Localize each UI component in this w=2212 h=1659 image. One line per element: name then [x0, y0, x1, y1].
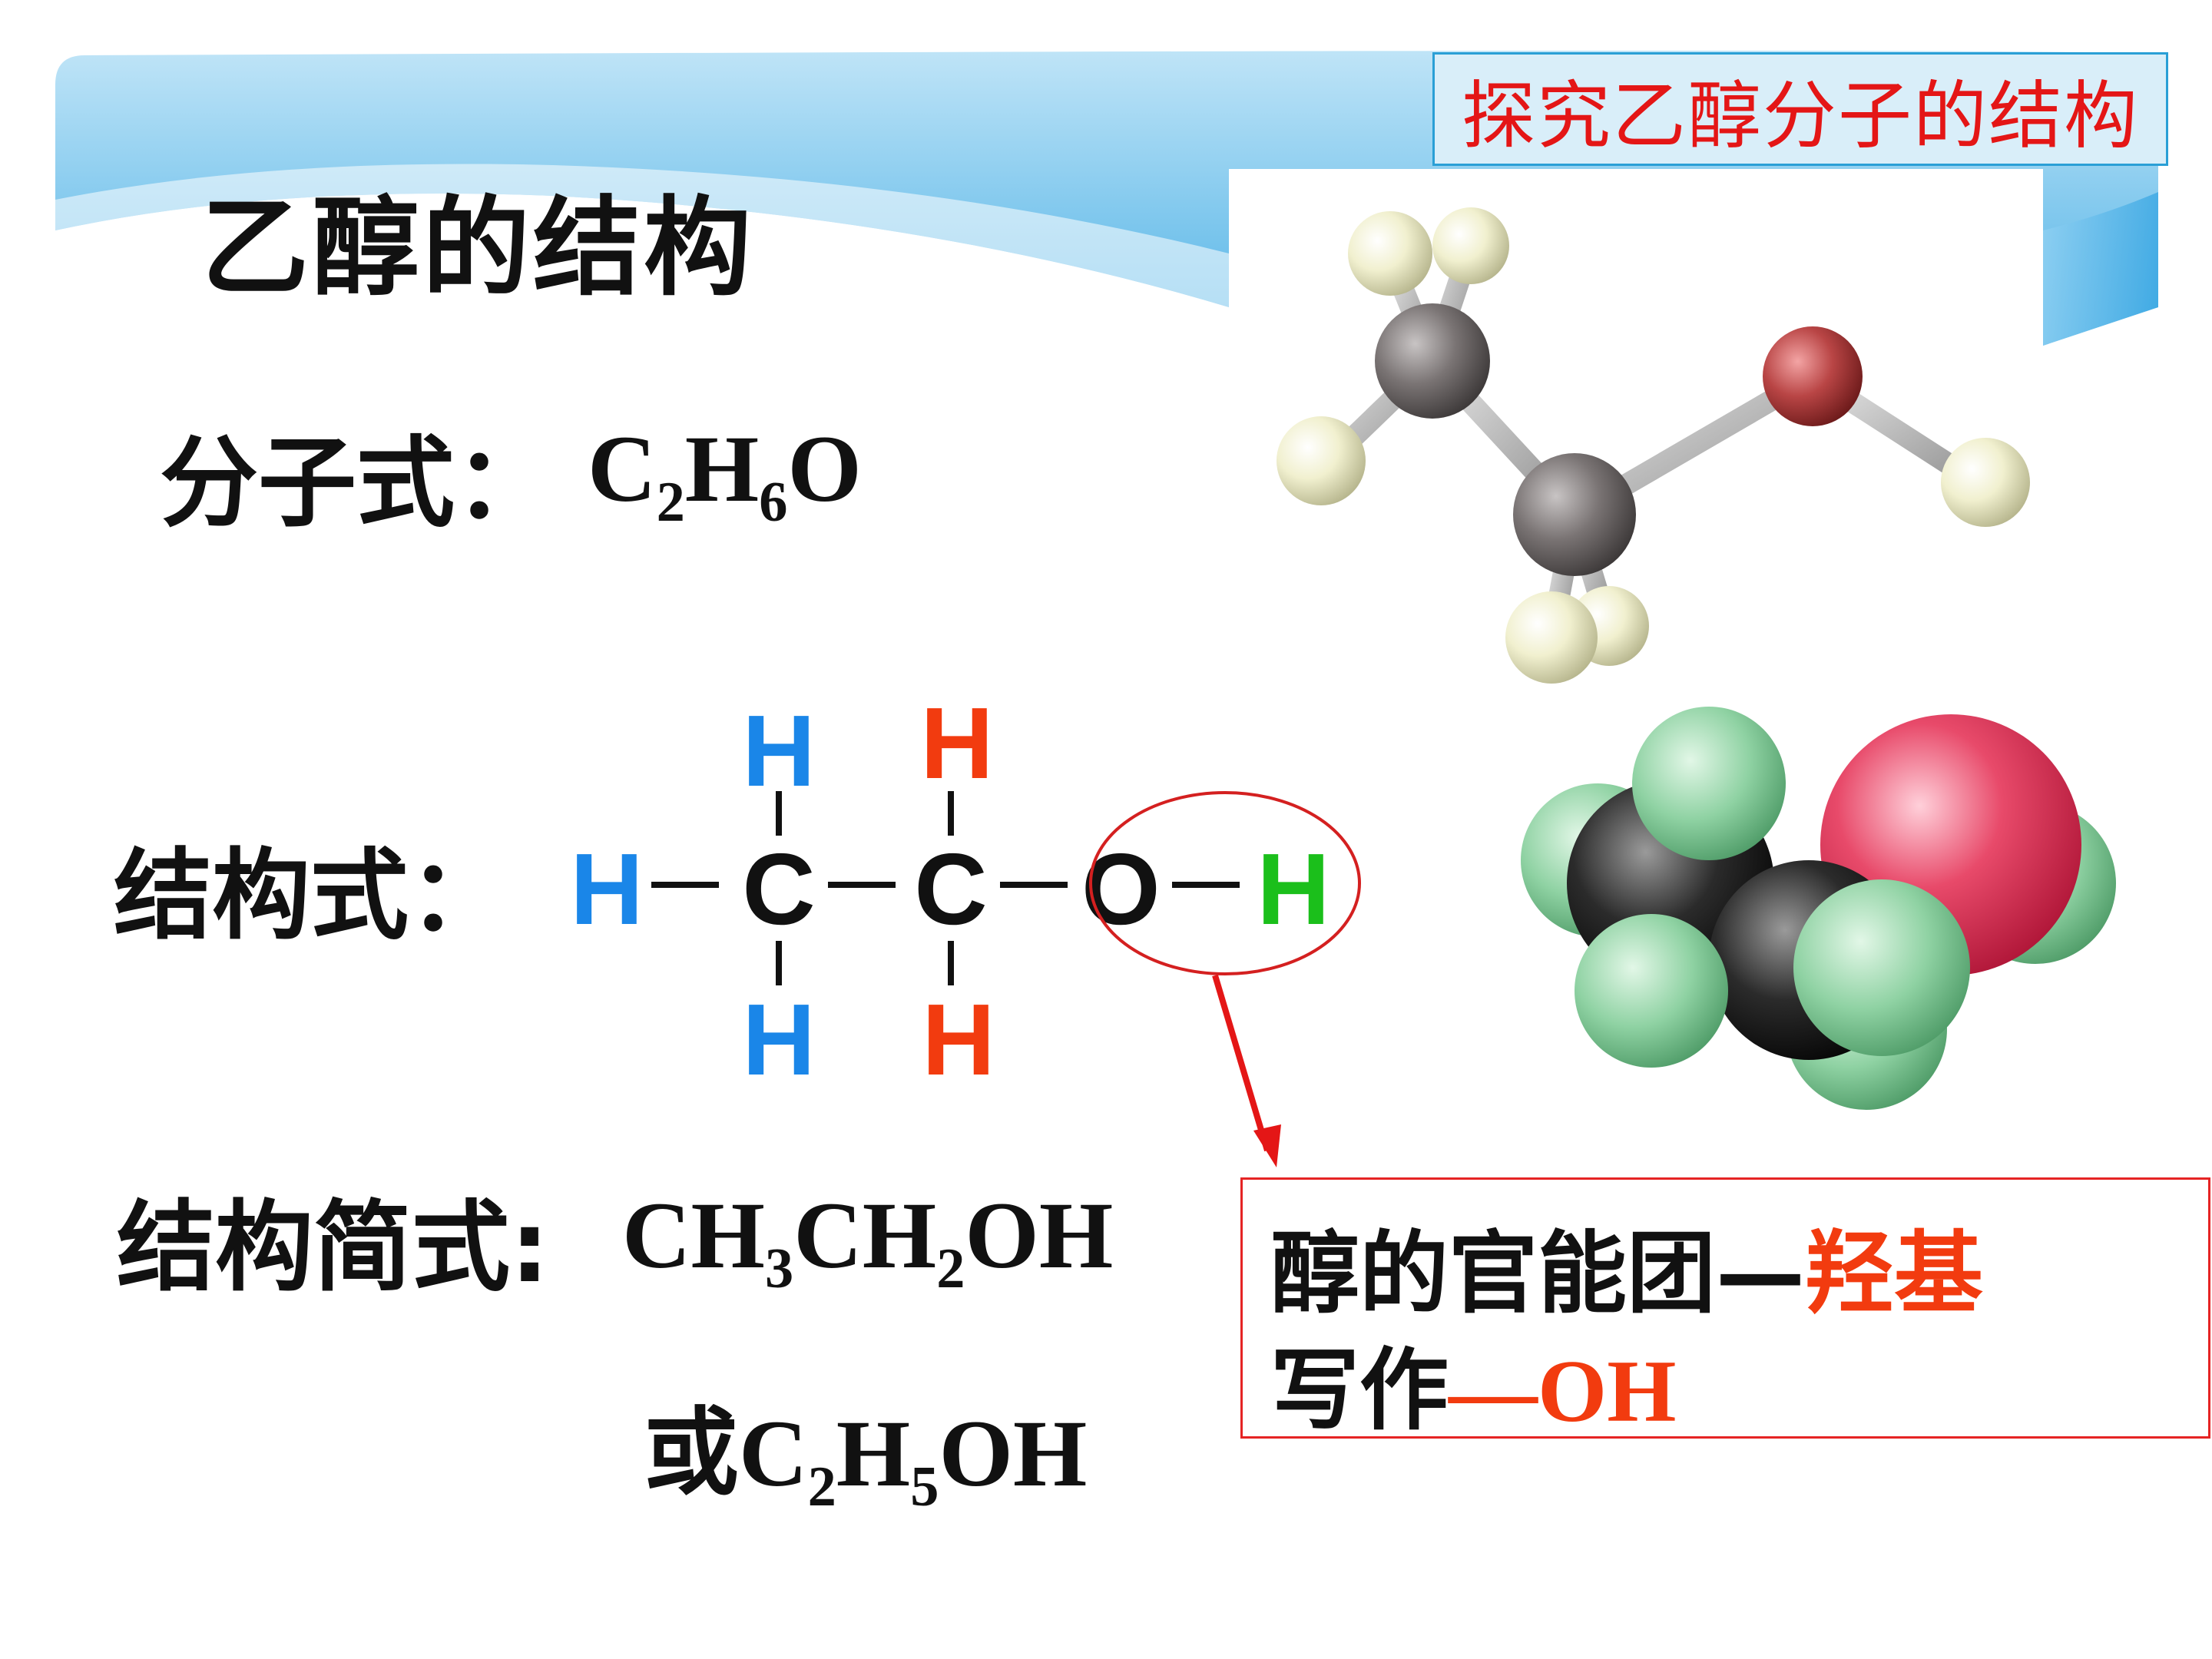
atom-h-c1-top: H: [742, 694, 816, 807]
bond: [948, 941, 954, 985]
condensed-formula-alt: 或C2H5OH: [644, 1398, 1088, 1519]
bond: [776, 941, 782, 985]
space-filling-model: [1521, 707, 2116, 1110]
molecular-formula-label: 分子式：: [160, 426, 554, 541]
bond: [828, 882, 896, 888]
atom-h-c1-bottom: H: [742, 983, 816, 1096]
bond: [948, 791, 954, 836]
atom-h-c2-top: H: [920, 687, 994, 800]
bond: [1172, 882, 1240, 888]
atom-h-hydroxyl: H: [1257, 833, 1330, 945]
atom-h-left: H: [570, 833, 644, 945]
structural-formula-label: 结构式：: [114, 839, 508, 953]
page-title: 乙醇的结构: [201, 186, 755, 311]
molecular-formula-value: C2H6O: [588, 416, 862, 535]
atom-o: O: [1081, 833, 1161, 945]
functional-group-box: 醇的官能团—羟基 写作—OH: [1240, 1177, 2210, 1442]
atom-h-c2-bottom: H: [922, 983, 995, 1096]
bond: [651, 882, 719, 888]
structural-formula-diagram: H C C O H H H H H: [568, 676, 1352, 1106]
bond: [776, 791, 782, 836]
bond: [1000, 882, 1068, 888]
atom-c1: C: [742, 833, 816, 945]
functional-group-line1: 醇的官能团—羟基: [1270, 1222, 1983, 1326]
condensed-formula-value: CH3CH2OH: [622, 1183, 1114, 1301]
ball-stick-model: [1277, 207, 2030, 684]
functional-group-line2: 写作—OH: [1270, 1339, 1677, 1442]
hydroxyl-highlight: [1089, 791, 1361, 1167]
topic-tag: 探究乙醇分子的结构: [1432, 52, 2168, 166]
atom-c2: C: [914, 833, 988, 945]
condensed-formula-label: 结构简式:: [117, 1190, 550, 1305]
